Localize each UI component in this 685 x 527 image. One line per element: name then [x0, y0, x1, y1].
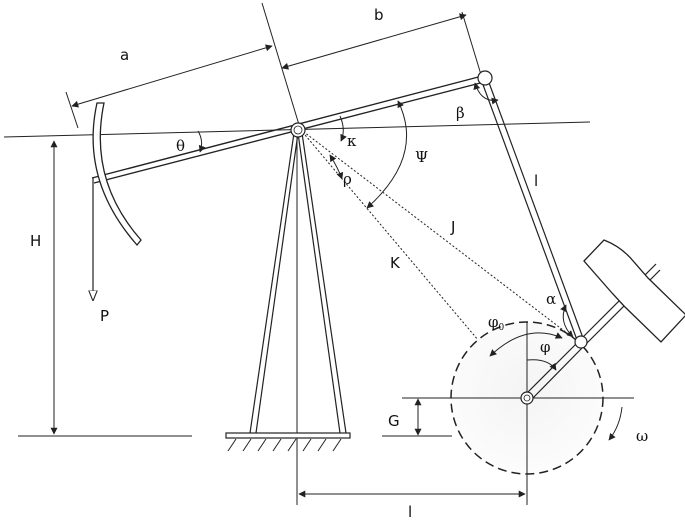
alpha-arc: [560, 304, 574, 338]
label-l-link: l: [534, 172, 538, 190]
horsehead: [92, 102, 142, 247]
line-j: [299, 128, 581, 344]
a-dimension-line: [71, 44, 273, 108]
label-k: K: [390, 254, 401, 272]
post-leg-right-outer: [301, 132, 347, 434]
label-g: G: [388, 412, 400, 430]
b-extension-line: [461, 11, 483, 79]
label-phi0: φ0: [488, 313, 505, 333]
label-omega: ω: [636, 427, 648, 445]
beam-upper-edge: [91, 74, 487, 179]
label-rho: ρ: [343, 170, 352, 188]
theta-arc: [197, 130, 206, 153]
phi0-arc: [489, 332, 563, 357]
label-theta: θ: [176, 137, 185, 155]
rho-arc: [329, 154, 344, 180]
beam-end-joint: [477, 70, 493, 86]
pitman-link-right: [487, 79, 584, 339]
pitman-link-left: [481, 81, 578, 341]
crank-arm-b: [529, 345, 585, 402]
label-psi: Ψ: [415, 148, 428, 166]
label-kappa: κ: [347, 132, 357, 150]
a-extension-line: [65, 91, 79, 129]
label-phi: φ: [540, 338, 551, 356]
label-b: b: [374, 6, 384, 24]
post-leg-left-inner: [255, 132, 299, 434]
pivot-extension-line: [261, 2, 301, 129]
kappa-arc: [339, 115, 347, 142]
label-phi0-base: φ: [488, 313, 499, 331]
label-h: H: [30, 232, 41, 250]
label-a: a: [120, 46, 129, 64]
counterweight: [583, 239, 685, 343]
beam-pivot-inner: [293, 125, 303, 135]
label-p: P: [100, 307, 109, 325]
b-dimension-line: [281, 13, 467, 70]
label-alpha: α: [546, 290, 556, 308]
beta-arc: [473, 82, 499, 105]
psi-arc: [366, 100, 408, 209]
ground-hatch: [227, 438, 342, 452]
label-j: J: [450, 218, 455, 236]
phi-arc: [526, 359, 557, 371]
crank-pin-joint: [574, 335, 588, 349]
omega-arc: [608, 406, 623, 441]
base-plate: [225, 432, 351, 439]
label-l-bottom: l: [408, 503, 412, 521]
post-leg-left-outer: [249, 132, 295, 434]
post-leg-right-inner: [297, 132, 341, 434]
label-beta: β: [456, 104, 465, 122]
crank-center-inner: [523, 394, 531, 402]
label-phi0-sub: 0: [499, 323, 505, 333]
